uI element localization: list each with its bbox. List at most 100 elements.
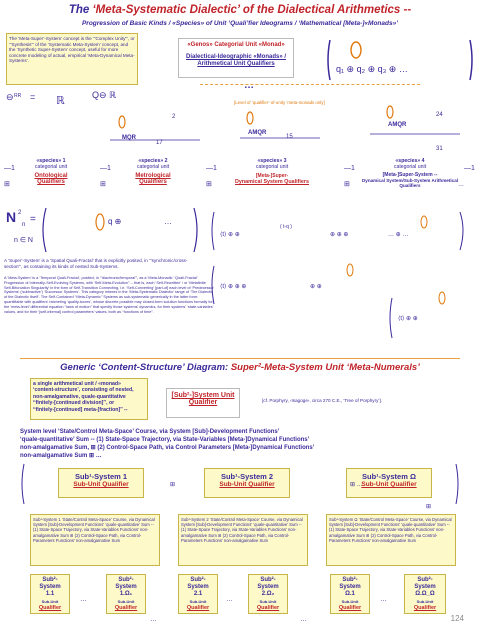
level-line4: non-amalgamative Sum ⊞ … (20, 453, 102, 459)
svg-text:Q⊖ ℝ: Q⊖ ℝ (92, 90, 116, 100)
svg-text:⊖: ⊖ (6, 92, 14, 102)
sub2-ellipsis-3: … (380, 596, 387, 603)
sub2-ellipsis-1: … (80, 596, 87, 603)
svg-text:( t-q ): ( t-q ) (280, 224, 292, 230)
sub2-2-1-qual: Qualifier (186, 605, 210, 611)
level-line3: non-amalgamative Sum, ⊞ (2) Control-Spac… (20, 445, 315, 451)
sub2-card-2-1: Sub²- System 2.1 Sub-Unit Qualifier (178, 574, 218, 614)
species-1-label: «species» 1 (36, 158, 66, 164)
sub2-2-omega-id: 2.Ω₂ (261, 591, 275, 597)
n2-label: 2 (172, 114, 176, 120)
desc-card-2: Sub¹-System 2 ‘State/Control Meta-Space’… (178, 514, 308, 566)
sub2-2-omega-sup: Sub²- (260, 577, 276, 583)
svg-text:—1: —1 (206, 165, 217, 172)
svg-text:⊞: ⊞ (206, 181, 212, 188)
sub2-1-1-qual: Qualifier (38, 605, 62, 611)
sub2-1-1-id: 1.1 (45, 591, 55, 597)
svg-text:—1: —1 (4, 165, 15, 172)
sub2-1-1-name: System (39, 584, 61, 590)
intro-line-3: non-amalgamative, quale-quantitative (33, 393, 126, 400)
sub2-1-1-unit: Sub-Unit (41, 599, 59, 604)
q-symbol-top: ℝ Q⊖ ℝ (56, 90, 116, 107)
sub2-1-omega-unit: Sub-Unit (117, 599, 135, 604)
gamma-note: [Level of ‘qualifier’-of-unity ‘meta-mon… (234, 100, 325, 105)
svg-text:N: N (6, 209, 16, 225)
top-right-bracket-glyph: q₁ ⊕ q₂ ⊕ q₃ ⊕ … (327, 39, 473, 81)
page-subtitle: Progression of Basic Kinds / «Species» o… (81, 20, 399, 27)
mqr-text: MQR (122, 135, 136, 141)
system-frame: ⊞ ⊞ … ⊞ (21, 463, 459, 510)
sub2-card-2-omega: Sub²- System 2.Ω₂ Sub-Unit Qualifier (248, 574, 288, 614)
n15-label: 15 (286, 134, 293, 140)
species-3-name2: Dynamical System Qualifiers (234, 179, 309, 185)
sub2-omega-1-name: System (339, 584, 361, 590)
system-2-qual: Sub-Unit Qualifier (219, 481, 275, 488)
species-4-name: [Meta-]Super-System -- (382, 172, 438, 178)
svg-text:q ⊕: q ⊕ (108, 217, 121, 226)
sub2-1-omega-sup: Sub²- (118, 577, 134, 583)
right-formula: ⟨t⟩ ⊕ ⊕ ( t-q ) ⊕ ⊕ ⊕ … ⊕ … ⟨t⟩ ⊕ ⊕ ⊕ ⊕ … (211, 211, 464, 339)
sub2-omega-omega-id: Ω.Ω_Ω (415, 591, 435, 597)
svg-text:=: = (30, 92, 35, 102)
sub2-omega-omega-name: System (414, 584, 436, 590)
svg-text:⊕ ⊕ ⊕: ⊕ ⊕ ⊕ (330, 232, 348, 238)
fraction-marks: —1 ⊞ —1 ⊞ —1 ⊞ —1 ⊞ —1 … (4, 165, 475, 188)
svg-text:n: n (22, 222, 25, 228)
species-1-name2: Qualifiers (37, 179, 65, 185)
n31-label: 31 (436, 146, 443, 152)
mqr-label: MQR (122, 135, 136, 141)
species-2-label: «species» 2 (138, 158, 168, 164)
svg-text:=: = (30, 214, 36, 225)
sub2-card-1-omega: Sub²- System 1.Ω₁ Sub-Unit Qualifier (106, 574, 146, 614)
amqr-label-2: AMQR (388, 122, 407, 128)
species-3-sub: categorial unit (255, 164, 289, 170)
system-1-qual: Sub-Unit Qualifier (73, 481, 129, 488)
title-prefix: The (68, 4, 93, 16)
species-4: «species» 4 categorial unit [Meta-]Super… (360, 158, 460, 189)
species-1-sub: categorial unit (34, 164, 68, 170)
svg-text:—1: —1 (464, 165, 475, 172)
species-3: «species» 3 categorial unit [Meta-]Super… (222, 158, 322, 185)
n24-label: 24 (436, 112, 443, 118)
page-title: The ‘Meta-Systematic Dialectic’ of the D… (40, 4, 440, 16)
genos-line2: Dialectical-Ideographic «Monads» / (185, 54, 287, 60)
genos-box: «Genos» Categorial Unit «Monad» Dialecti… (178, 38, 294, 78)
svg-text:—1: —1 (344, 165, 355, 172)
intro-box: The ‘Meta-Super’-System’ concept is the … (6, 33, 138, 85)
citation: [cf. Porphyry, ‹Isagoge›, circa 270 C.E.… (262, 398, 382, 403)
svg-text:⟨t⟩ ⊕ ⊕: ⟨t⟩ ⊕ ⊕ (220, 231, 240, 238)
species-3-name: [Meta-]Super- (255, 173, 289, 179)
amqr-label: AMQR (248, 130, 267, 136)
svg-text:n ∈ N: n ∈ N (14, 237, 33, 244)
sub2-2-omega-name: System (257, 584, 279, 590)
sub2-ellipsis-2: … (226, 596, 233, 603)
sub2-1-1-sup: Sub²- (42, 577, 58, 583)
n17-label: 17 (156, 140, 163, 146)
genos-line3: Arithmetical Unit Qualifiers (197, 61, 275, 67)
species-2-sub: categorial unit (136, 164, 170, 170)
sub2-card-1-1: Sub²- System 1.1 Sub-Unit Qualifier (30, 574, 70, 614)
intro-line-5: ‘‘finitely-[continued] meta-[fraction]’’… (33, 406, 128, 413)
svg-text:… ⊕ …: … ⊕ … (388, 232, 408, 238)
intro-line-4: ‘‘finitely-[continued division]’’, or (33, 400, 115, 407)
svg-text:ℝ: ℝ (56, 95, 65, 107)
sub-unit-line1: [Sub²-]System Unit (171, 392, 235, 399)
system-card-omega: Sub¹-System Ω Sub-Unit Qualifier (346, 468, 432, 498)
page-number: 124 (450, 614, 464, 623)
svg-text:⊞: ⊞ (4, 181, 10, 188)
svg-text:…: … (164, 217, 172, 226)
species-row: «species» 1 categorial unit Ontological … (0, 158, 480, 200)
desc-card-1: Sub¹-System 1 ‘State/Control Meta-Space’… (30, 514, 160, 566)
section2-divider (20, 358, 460, 359)
svg-text:⊕ ⊕: ⊕ ⊕ (310, 284, 322, 290)
svg-text:⟨t⟩ ⊕ ⊕ ⊕: ⟨t⟩ ⊕ ⊕ ⊕ (220, 283, 246, 290)
species-2-name: Metrological (135, 173, 171, 179)
sub2-2-omega-unit: Sub-Unit (259, 599, 277, 604)
sub2-2-omega-qual: Qualifier (256, 605, 280, 611)
system-1-head: Sub¹-System 1 (74, 472, 128, 481)
level-desc: System level ‘State/Control Meta-Space’ … (20, 428, 460, 460)
system-card-1: Sub¹-System 1 Sub-Unit Qualifier (58, 468, 144, 498)
svg-text:⊞ …: ⊞ … (350, 482, 363, 488)
connector-line (200, 84, 420, 85)
svg-text:⊞: ⊞ (344, 181, 350, 188)
